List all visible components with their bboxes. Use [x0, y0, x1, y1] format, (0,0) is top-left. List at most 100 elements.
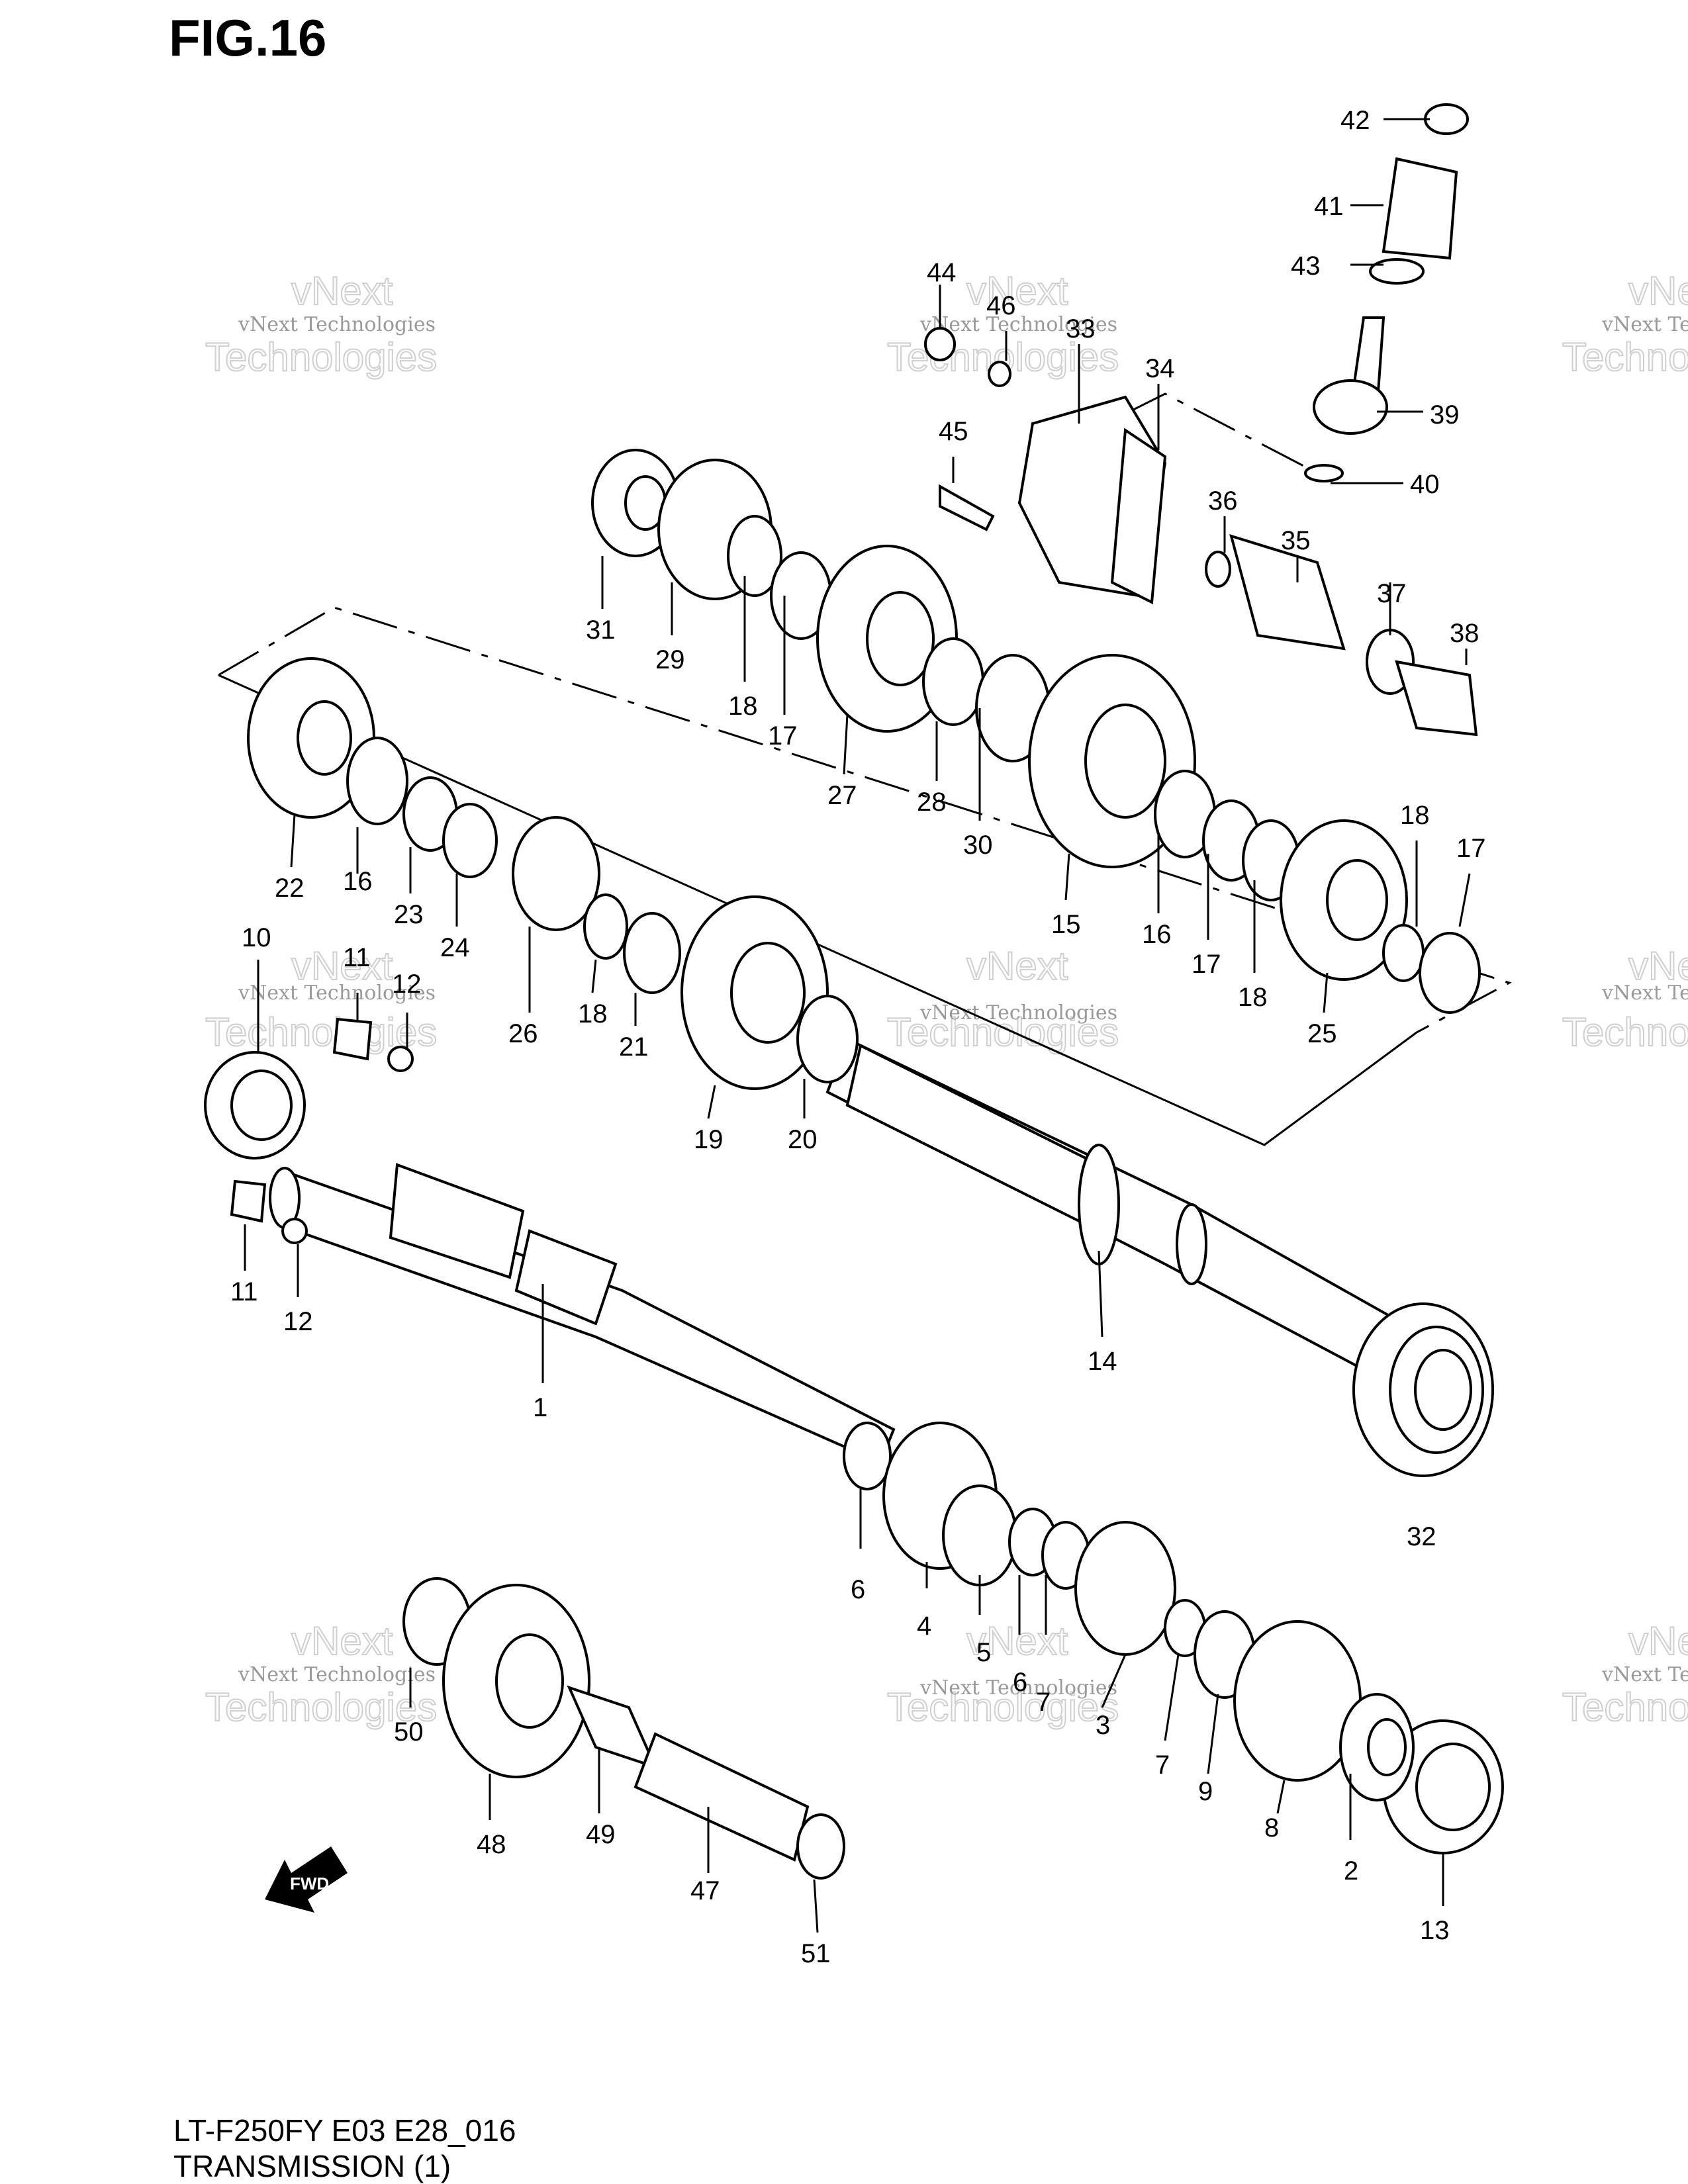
part-callouts: 1 2 3 4 5 6 6 7 7 8 9 10 11 11 12 12 13 … [230, 106, 1486, 1968]
callout-16a: 16 [343, 867, 373, 896]
callout-50: 50 [394, 1717, 424, 1747]
speedometer-group [924, 103, 1478, 737]
callout-6b: 6 [1013, 1668, 1027, 1697]
callout-20: 20 [788, 1125, 818, 1154]
callout-14: 14 [1088, 1347, 1117, 1376]
callout-9: 9 [1198, 1777, 1213, 1806]
fwd-arrow-icon: FWD [265, 1846, 348, 1913]
svg-text:vNext: vNext [291, 269, 393, 313]
svg-text:vNext Technologies: vNext Technologies [238, 313, 436, 336]
svg-text:Technologies: Technologies [887, 1010, 1119, 1054]
middle-gears [591, 449, 1481, 1014]
callout-11a: 11 [343, 943, 371, 972]
callout-49: 49 [586, 1820, 616, 1849]
callout-3: 3 [1096, 1711, 1110, 1740]
callout-23: 23 [394, 900, 424, 929]
callout-12a: 12 [392, 970, 422, 999]
callout-21: 21 [619, 1032, 649, 1062]
svg-text:vNext Technologies: vNext Technologies [238, 981, 436, 1005]
callout-18b: 18 [578, 999, 608, 1028]
watermark: vNext Technologies vNext Technologies vN… [205, 268, 1688, 1730]
callout-12b: 12 [283, 1307, 313, 1336]
svg-text:vNext Technologies: vNext Technologies [1601, 981, 1688, 1005]
callout-6a: 6 [851, 1575, 865, 1604]
callout-18c: 18 [1238, 983, 1268, 1012]
countershaft-gears [247, 657, 859, 1090]
svg-text:vNext: vNext [966, 1619, 1068, 1663]
callout-17c: 17 [1456, 834, 1486, 863]
svg-text:vNext: vNext [966, 944, 1068, 988]
callout-18d: 18 [1400, 801, 1430, 830]
bearing-32 [1352, 1302, 1494, 1477]
svg-text:vNext: vNext [966, 269, 1068, 313]
callout-16b: 16 [1142, 920, 1172, 949]
callout-30: 30 [963, 831, 993, 860]
svg-text:vNext: vNext [1628, 1619, 1688, 1663]
driveshaft-gears [843, 1422, 1415, 1801]
callout-47: 47 [690, 1876, 720, 1905]
svg-text:vNext: vNext [291, 944, 393, 988]
callout-8: 8 [1264, 1813, 1279, 1843]
countershaft [825, 1037, 1405, 1379]
callout-40: 40 [1410, 470, 1440, 499]
svg-text:vNext: vNext [291, 1619, 393, 1663]
callout-27: 27 [827, 781, 857, 810]
svg-text:vNext: vNext [1628, 944, 1688, 988]
callout-39: 39 [1430, 400, 1460, 430]
callout-18a: 18 [728, 692, 758, 721]
svg-text:Technologies: Technologies [1562, 1685, 1688, 1729]
svg-text:vNext Technologies: vNext Technologies [1601, 1663, 1688, 1686]
callout-32: 32 [1407, 1522, 1436, 1551]
reverse-idler [402, 1577, 845, 1880]
callout-26: 26 [508, 1019, 538, 1048]
callout-15: 15 [1051, 910, 1081, 939]
callout-17b: 17 [1192, 950, 1221, 979]
model-code: LT-F250FY E03 E28_016 [173, 2113, 516, 2148]
svg-text:vNext Technologies: vNext Technologies [238, 1663, 436, 1686]
callout-38: 38 [1450, 619, 1479, 648]
svg-text:vNext Technologies: vNext Technologies [1601, 313, 1688, 336]
callout-31: 31 [586, 615, 616, 645]
callout-2: 2 [1344, 1856, 1358, 1886]
svg-text:Technologies: Technologies [205, 335, 437, 379]
callout-44: 44 [927, 258, 957, 287]
svg-text:Technologies: Technologies [1562, 335, 1688, 379]
svg-text:vNext Technologies: vNext Technologies [919, 1676, 1117, 1700]
callout-35: 35 [1281, 526, 1311, 555]
callout-48: 48 [477, 1830, 506, 1859]
callout-10: 10 [242, 923, 271, 952]
callout-1: 1 [533, 1393, 547, 1422]
callout-17a: 17 [768, 721, 798, 751]
callout-24: 24 [440, 933, 470, 962]
callout-19: 19 [694, 1125, 724, 1154]
callout-22: 22 [275, 874, 305, 903]
callout-11b: 11 [230, 1277, 258, 1306]
callout-7a: 7 [1036, 1688, 1051, 1717]
svg-text:Technologies: Technologies [1562, 1010, 1688, 1054]
callout-34: 34 [1145, 354, 1175, 383]
small-parts [230, 1017, 414, 1244]
callout-36: 36 [1208, 486, 1238, 516]
svg-text:vNext Technologies: vNext Technologies [919, 313, 1117, 336]
callout-46: 46 [986, 291, 1016, 320]
callout-7b: 7 [1155, 1751, 1170, 1780]
svg-text:vNext Technologies: vNext Technologies [919, 1001, 1117, 1024]
section-title: TRANSMISSION (1) [173, 2149, 451, 2183]
callout-25: 25 [1307, 1019, 1337, 1048]
callout-29: 29 [655, 645, 685, 674]
input-shaft [269, 1163, 896, 1465]
callout-4: 4 [917, 1612, 931, 1641]
callout-28: 28 [917, 788, 947, 817]
callout-13: 13 [1420, 1916, 1450, 1945]
callout-51: 51 [801, 1939, 831, 1968]
callout-42: 42 [1340, 106, 1370, 135]
leader-lines [244, 118, 1471, 1933]
svg-text:Technologies: Technologies [205, 1685, 437, 1729]
callout-5: 5 [976, 1638, 991, 1667]
svg-text:vNext: vNext [1628, 269, 1688, 313]
callout-43: 43 [1291, 251, 1321, 281]
svg-text:Technologies: Technologies [887, 1685, 1119, 1729]
svg-text:FWD: FWD [290, 1874, 329, 1893]
figure-title: FIG.16 [169, 9, 327, 67]
